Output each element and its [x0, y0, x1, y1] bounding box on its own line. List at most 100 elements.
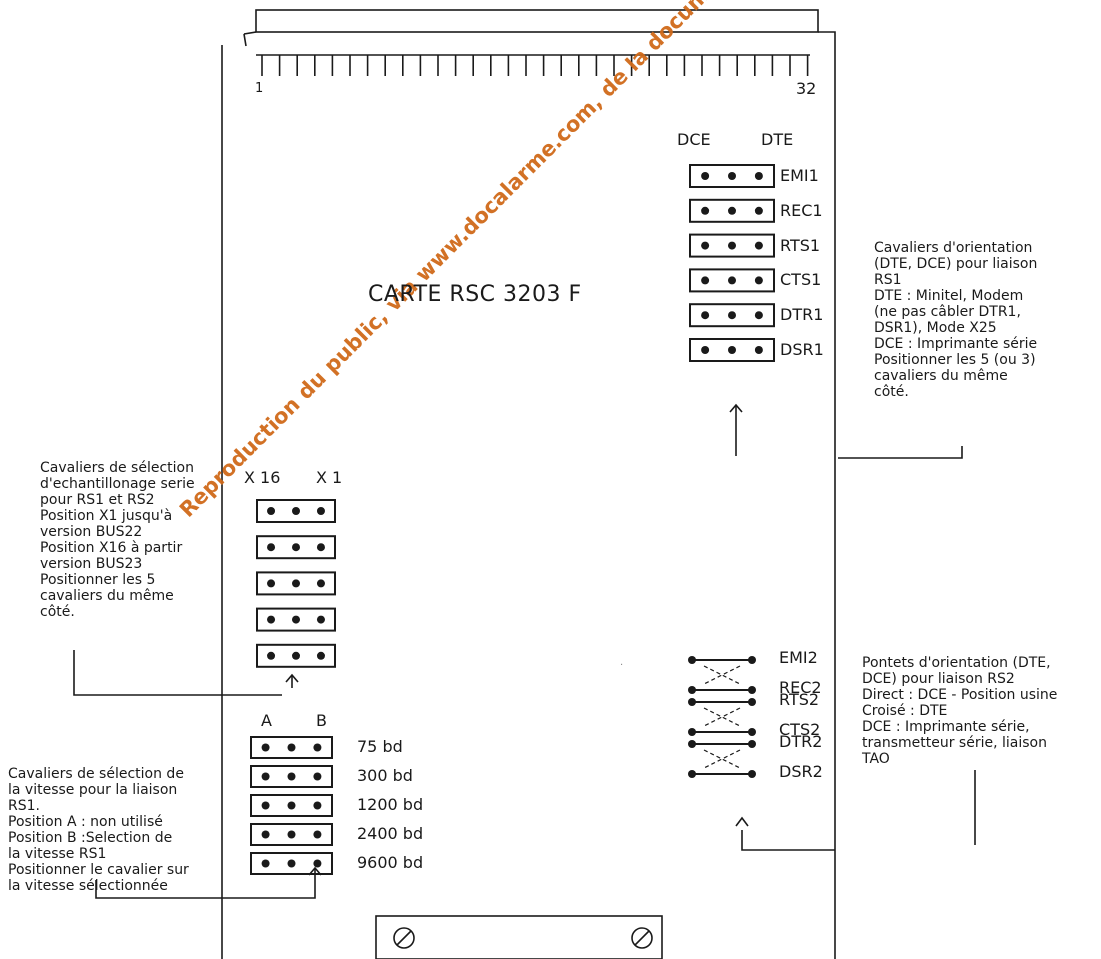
- jumper-pin: [261, 801, 270, 810]
- speed-jumper-block: [250, 852, 333, 875]
- screw-left-icon: [393, 927, 415, 949]
- sampling-jumper-block: [256, 643, 336, 668]
- rs1-header-dte: DTE: [761, 130, 794, 149]
- jumper-pin: [728, 346, 736, 354]
- jumper-pin: [316, 579, 325, 588]
- jumper-pin: [287, 743, 296, 752]
- sampling-note-line: Position X1 jusqu'à: [40, 508, 173, 524]
- jumper-pin: [754, 206, 763, 215]
- sampling-jumper-block: [256, 535, 336, 560]
- jumper-pin: [728, 241, 736, 250]
- rs2-bridge-label: CTS2: [779, 720, 821, 739]
- sampling-note-line: Positionner les 5: [40, 572, 156, 588]
- screw-right-icon: [631, 927, 653, 949]
- rs2-bridge-label: RTS2: [779, 690, 820, 709]
- jumper-pin: [728, 206, 736, 215]
- rs1-note-line: (ne pas câbler DTR1,: [874, 304, 1021, 320]
- jumper-pin: [728, 276, 736, 285]
- rs1-note-line: DSR1), Mode X25: [874, 320, 997, 336]
- board-title: CARTE RSC 3203 F: [368, 282, 582, 307]
- jumper-pin: [316, 507, 325, 515]
- rs1-header-dce: DCE: [677, 130, 711, 149]
- sampling-jumper-block: [256, 571, 336, 596]
- rs2-note-line: transmetteur série, liaison: [862, 735, 1047, 751]
- jumper-pin: [292, 579, 300, 588]
- pin-last-label: 32: [796, 79, 817, 98]
- rs1-note-line: cavaliers du même: [874, 368, 1008, 384]
- jumper-pin: [292, 543, 300, 552]
- rs2-note-line: Direct : DCE - Position usine: [862, 687, 1058, 703]
- rs2-orientation-note: Pontets d'orientation (DTE, DCE) pour li…: [862, 655, 1057, 767]
- speed-note-line: Position A : non utilisé: [8, 814, 163, 830]
- rs2-bridge: [688, 698, 756, 736]
- rs2-note-line: TAO: [862, 751, 890, 767]
- rs1-note-line: Cavaliers d'orientation: [874, 240, 1033, 256]
- jumper-pin: [261, 743, 270, 752]
- jumper-pin: [267, 579, 276, 588]
- rs1-jumper-block: [689, 233, 775, 258]
- jumper-pin: [728, 311, 736, 320]
- speed-note-line: Cavaliers de sélection de: [8, 766, 184, 782]
- rs1-note-line: RS1: [874, 272, 902, 288]
- jumper-pin: [754, 241, 763, 250]
- speed-note-line: la vitesse RS1: [8, 846, 107, 862]
- jumper-pin: [292, 507, 300, 515]
- jumper-pin: [261, 859, 270, 868]
- rs2-note-line: DCE) pour liaison RS2: [862, 671, 1015, 687]
- jumper-pin: [701, 276, 710, 285]
- jumper-pin: [701, 172, 710, 180]
- jumper-pin: [292, 651, 300, 660]
- rs2-bridge-label: EMI2: [779, 648, 818, 667]
- rs1-jumper-label: RTS1: [780, 235, 821, 255]
- sampling-note-line: pour RS1 et RS2: [40, 492, 155, 508]
- rs2-note-line: Croisé : DTE: [862, 703, 948, 719]
- sampling-header-x1: X 1: [316, 468, 343, 487]
- rs1-jumper-label: DSR1: [780, 340, 824, 359]
- rs1-jumper-label: EMI1: [780, 166, 819, 185]
- rs1-jumper-block: [689, 164, 775, 188]
- rs2-bridge: [688, 740, 756, 778]
- jumper-pin: [287, 772, 296, 781]
- sampling-note-line: cavaliers du même: [40, 588, 174, 604]
- rs2-bridge: [688, 656, 756, 694]
- jumper-pin: [313, 772, 322, 781]
- jumper-pin: [261, 772, 270, 781]
- jumper-pin: [728, 172, 736, 180]
- rs2-bridge-pads: [688, 656, 756, 778]
- rs1-note-line: DTE : Minitel, Modem: [874, 288, 1024, 304]
- edge-connector: [255, 9, 819, 33]
- jumper-pin: [313, 859, 322, 868]
- sampling-note-line: Position X16 à partir: [40, 540, 183, 556]
- sampling-jumper-blocks: [256, 499, 336, 668]
- jumper-pin: [701, 346, 710, 354]
- rs1-note-line: côté.: [874, 384, 909, 400]
- jumper-pin: [701, 241, 710, 250]
- speed-note-line: la vitesse pour la liaison: [8, 782, 178, 798]
- jumper-pin: [267, 615, 276, 624]
- svg-text:·: ·: [620, 660, 623, 671]
- rs1-jumper-label: DTR1: [780, 305, 824, 325]
- jumper-pin: [313, 801, 322, 810]
- rs1-leader: [838, 446, 963, 459]
- jumper-pin: [292, 615, 300, 624]
- rs1-jumper-block: [689, 198, 775, 223]
- speed-header-b: B: [316, 711, 327, 730]
- speed-note-line: Position B :Selection de: [8, 830, 173, 846]
- sampling-note: Cavaliers de sélection d'echantillonage …: [40, 460, 195, 620]
- rs1-jumper-blocks: [689, 164, 775, 362]
- speed-jumper-blocks: [250, 736, 333, 875]
- rs1-jumper-block: [689, 268, 775, 293]
- jumper-pin: [287, 801, 296, 810]
- speed-jumper-block: [250, 794, 333, 817]
- jumper-pin: [754, 172, 763, 180]
- screw-terminal: [375, 915, 663, 959]
- jumper-pin: [267, 543, 276, 552]
- sampling-note-line: version BUS22: [40, 524, 143, 540]
- speed-rate-label: 9600 bd: [357, 853, 424, 872]
- jumper-pin: [267, 507, 276, 515]
- rs2-bridge-label: DTR2: [779, 732, 823, 751]
- sampling-header-x16: X 16: [244, 468, 281, 487]
- sampling-jumper-block: [256, 499, 336, 523]
- jumper-pin: [313, 743, 322, 752]
